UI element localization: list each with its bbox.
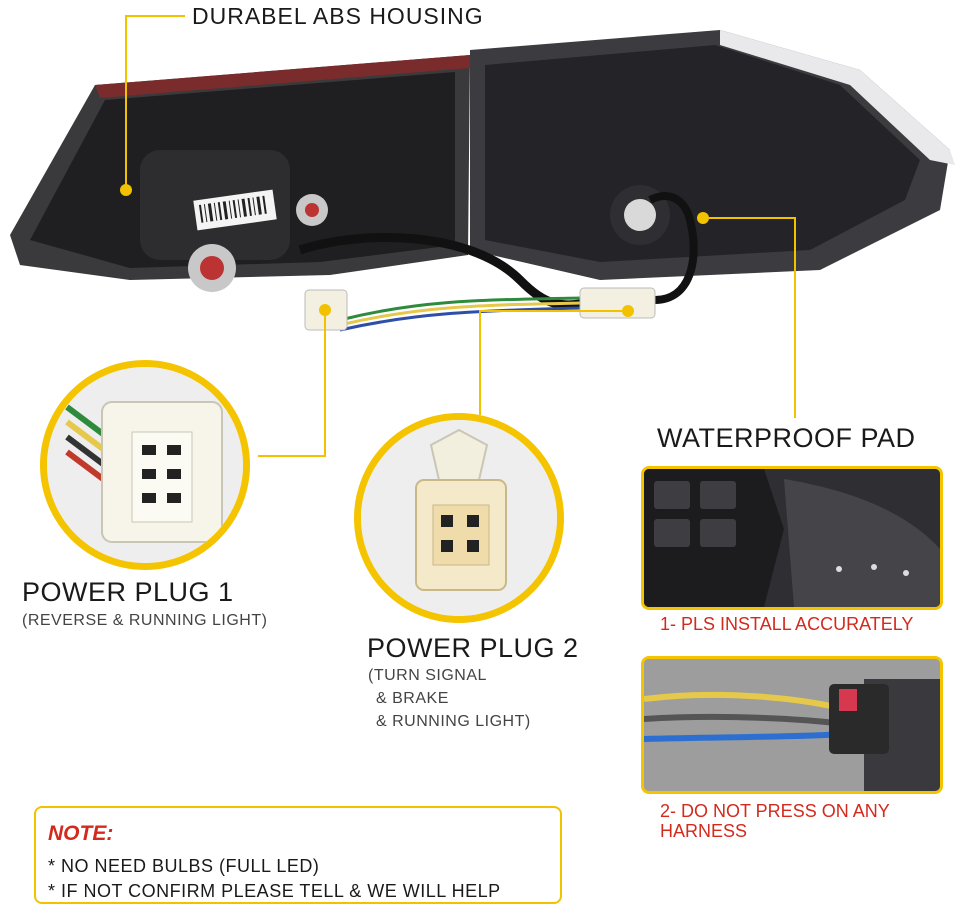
- note-title: NOTE:: [48, 822, 114, 845]
- power-plug-2-photo: [354, 413, 564, 623]
- waterproof-pad-label: WATERPROOF PAD: [657, 423, 916, 453]
- power-plug-2-image: [361, 420, 557, 616]
- note-box: NOTE: * NO NEED BULBS (FULL LED) * IF NO…: [34, 806, 562, 904]
- tail-light-photo: [10, 15, 955, 360]
- install-photo-1: [644, 469, 940, 607]
- power-plug-2-subtitle-1: (TURN SIGNAL: [368, 667, 487, 684]
- power-plug-1-subtitle: (REVERSE & RUNNING LIGHT): [22, 612, 268, 629]
- waterproof-pad-photo-1: [641, 466, 943, 610]
- install-instruction-2-line-1: 2- DO NOT PRESS ON ANY: [660, 801, 890, 821]
- install-instruction-1: 1- PLS INSTALL ACCURATELY: [660, 614, 914, 634]
- housing-label: DURABEL ABS HOUSING: [192, 3, 484, 29]
- waterproof-pad-photo-2: [641, 656, 943, 794]
- power-plug-2-title: POWER PLUG 2: [367, 633, 579, 663]
- power-plug-1-image: [47, 367, 243, 563]
- install-photo-2: [644, 659, 940, 791]
- power-plug-1-photo: [40, 360, 250, 570]
- note-line-1: * NO NEED BULBS (FULL LED): [48, 856, 320, 876]
- power-plug-2-subtitle-3: & RUNNING LIGHT): [376, 713, 531, 730]
- note-line-2: * IF NOT CONFIRM PLEASE TELL & WE WILL H…: [48, 881, 501, 901]
- callout-lines-lower: [258, 360, 796, 457]
- power-plug-2-subtitle-2: & BRAKE: [376, 690, 449, 707]
- install-instruction-2-line-2: HARNESS: [660, 821, 748, 841]
- power-plug-1-title: POWER PLUG 1: [22, 577, 234, 607]
